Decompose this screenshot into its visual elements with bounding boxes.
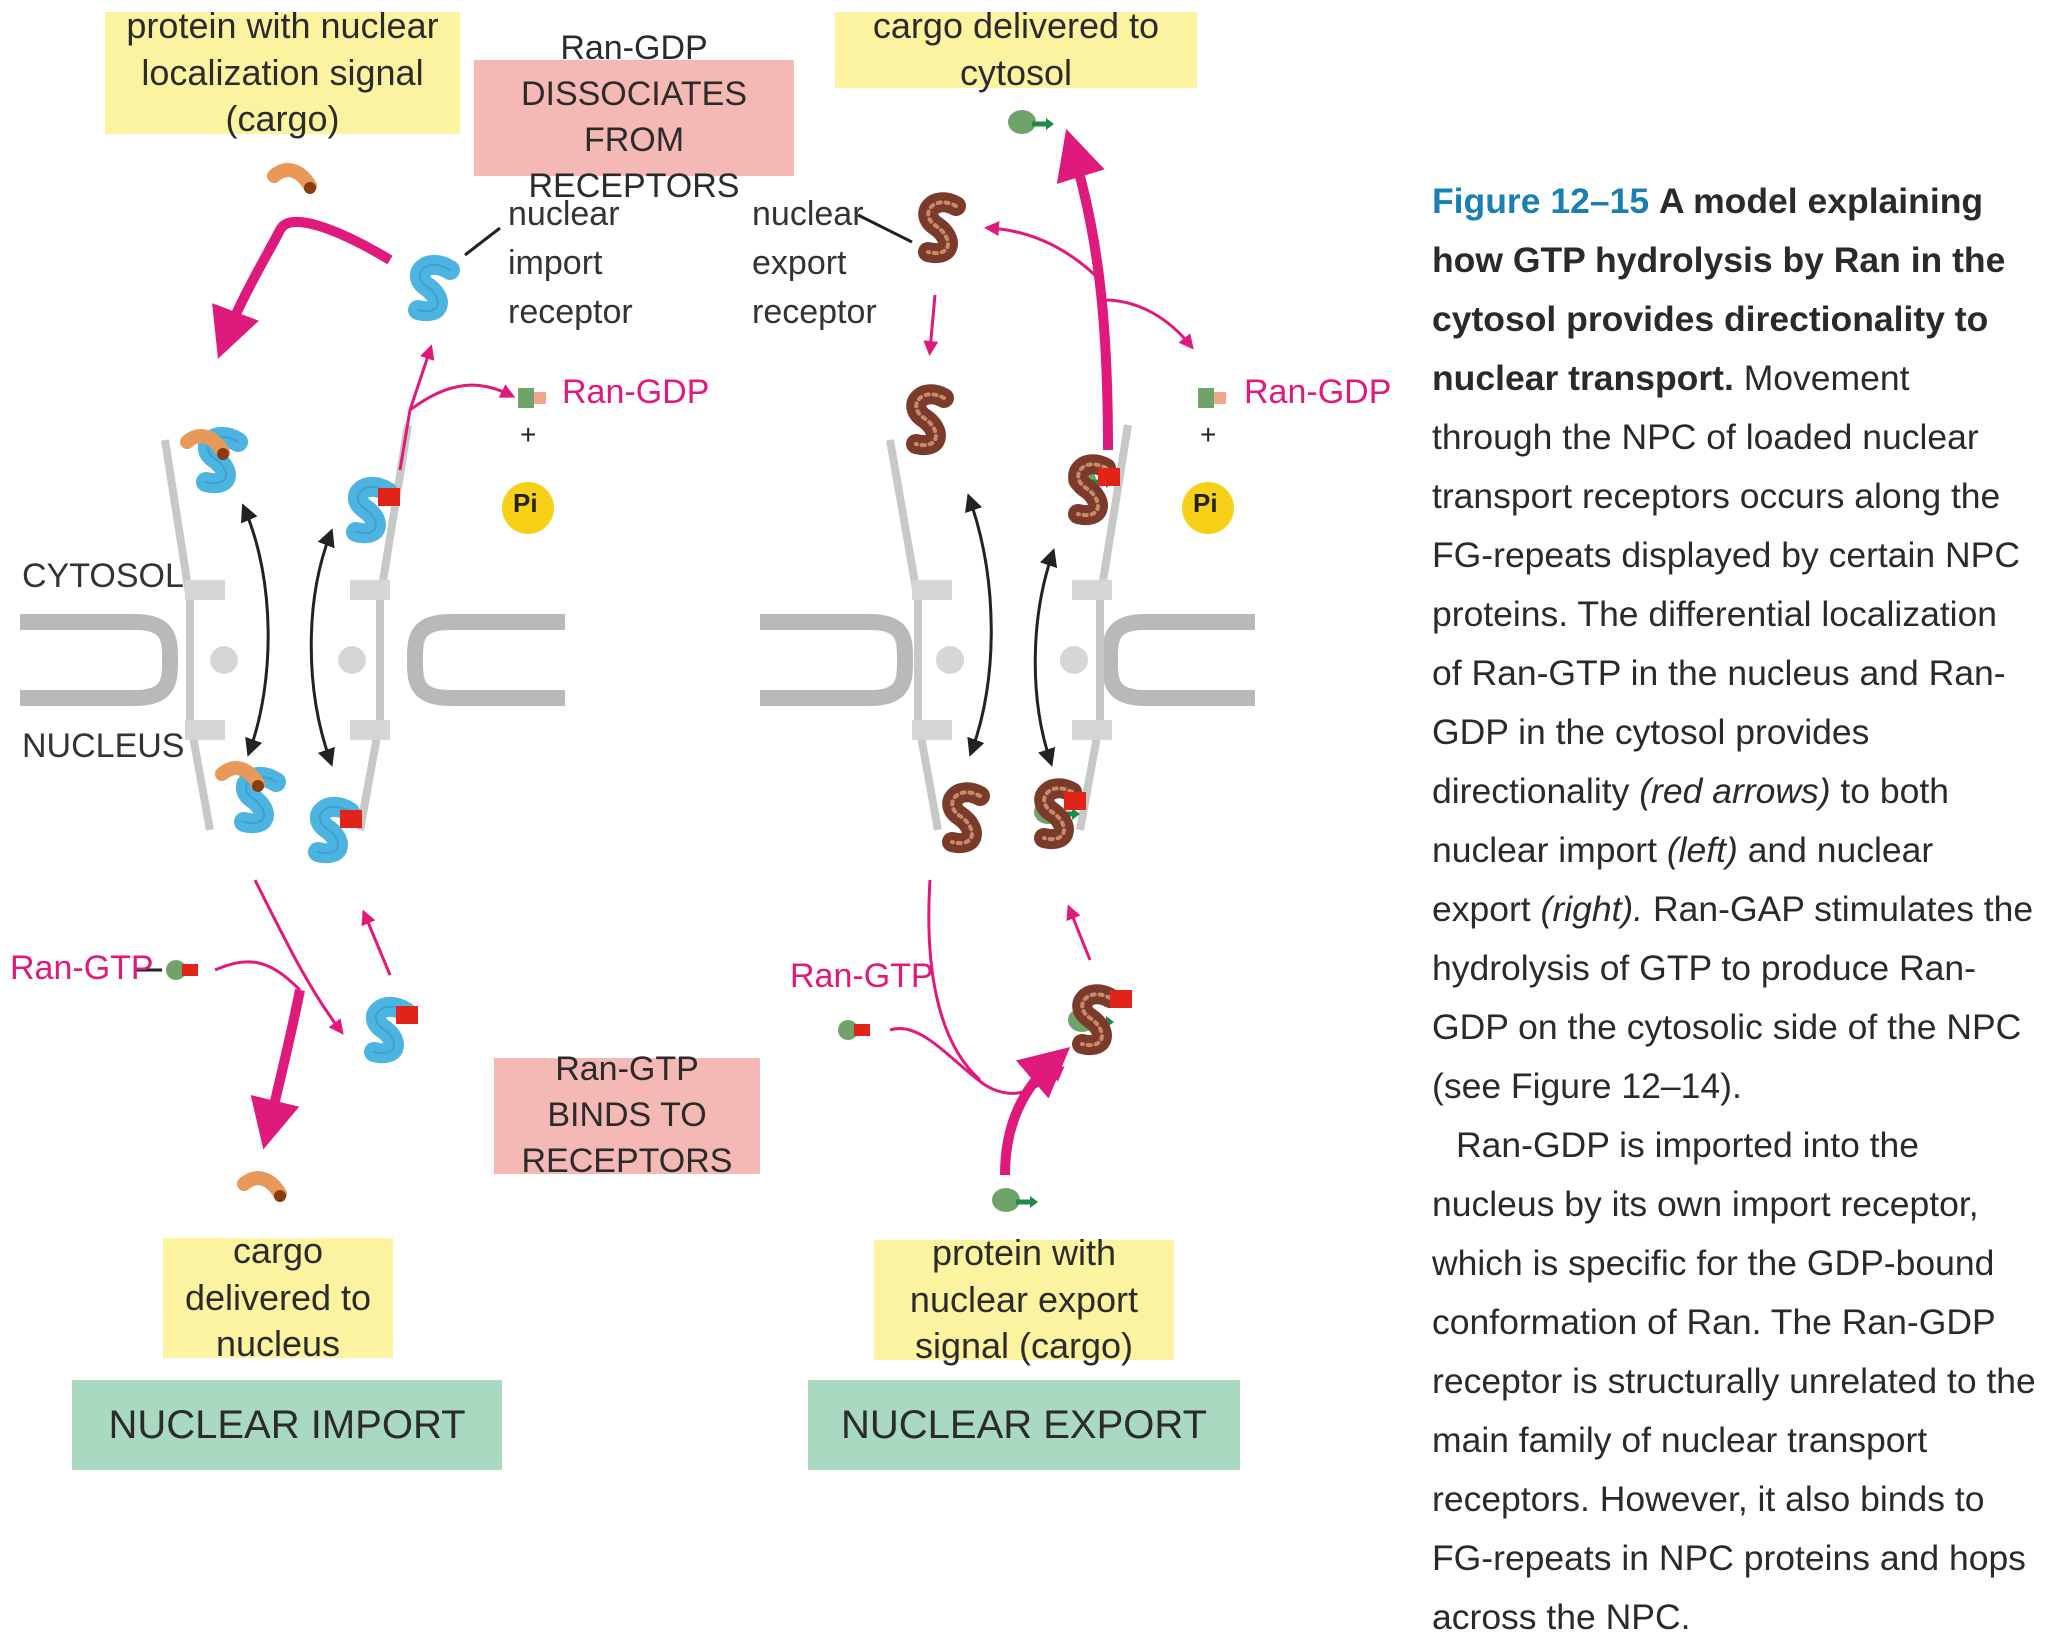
receptor-recycling-arrow [929, 880, 980, 1080]
export-ran-nuclear-bound-icon [1064, 792, 1086, 810]
nucleus-label: NUCLEUS [22, 726, 184, 767]
delivered-cargo-export-icon [1008, 110, 1054, 134]
import-receptor-label: nuclear import receptor [508, 190, 658, 337]
delivered-cargo-icon [244, 1178, 286, 1202]
export-ran-gdp-icon [1198, 388, 1226, 408]
cargo-protein-icon [274, 170, 316, 194]
caption-text-a: Movement through the NPC of loaded nucle… [1432, 358, 2020, 811]
export-cargo-delivered-label: cargo delivered to cytosol [835, 12, 1197, 88]
cargo-release-arrow [225, 222, 390, 340]
nuclear-export-title: NUCLEAR EXPORT [808, 1380, 1240, 1470]
nuclear-import-title: NUCLEAR IMPORT [72, 1380, 502, 1470]
export-receptor-nuclear-icon [952, 792, 980, 843]
nuclear-transport-diagram: protein with nuclear localization signal… [0, 0, 1420, 1536]
nuclear-envelope-left [20, 622, 170, 698]
ran-gdp-dissociates-label: Ran-GDP DISSOCIATES FROM RECEPTORS [474, 60, 794, 176]
figure-label: Figure 12–15 [1432, 181, 1649, 221]
export-pi-label: Pi [1193, 488, 1218, 520]
ran-gtp-final-icon [396, 1006, 418, 1024]
caption-paragraph-1: Figure 12–15 A model explaining how GTP … [1432, 172, 2036, 1116]
export-plus-sign: + [1200, 418, 1216, 452]
ran-gtp-icon [166, 960, 198, 980]
nuclear-envelope-right [415, 622, 565, 698]
receptor-pointer-line [465, 228, 500, 255]
diffusion-arrow-import-left [245, 510, 268, 750]
ran-gtp-bound-icon [378, 488, 400, 506]
export-cargo-signal-label: protein with nuclear export signal (carg… [874, 1240, 1174, 1360]
receptor-return-arrow [400, 350, 430, 470]
receptor-export-arrow [365, 915, 390, 975]
export-ran-gdp-label: Ran-GDP [1244, 372, 1391, 413]
diffusion-arrow-export-right [1035, 555, 1052, 760]
export-complex-final-ran-icon [1110, 990, 1132, 1008]
import-ran-gdp-label: Ran-GDP [562, 372, 709, 413]
cargo-binding-arrow [1005, 1060, 1055, 1175]
ran-gtp-binding-arrow [215, 962, 300, 990]
figure-caption: Figure 12–15 A model explaining how GTP … [1432, 172, 2036, 1647]
import-pi-label: Pi [513, 488, 538, 520]
export-receptor-icon [928, 202, 956, 253]
export-complex-final-icon [1082, 994, 1110, 1045]
export-ran-gtp-icon [838, 1020, 870, 1040]
cargo-export-release-arrow [1072, 148, 1108, 450]
export-receptor-cytosolic-icon [916, 394, 944, 445]
caption-left: (left) [1667, 830, 1738, 870]
diffusion-arrow-export-left [970, 500, 991, 750]
nuclear-envelope-export-right [1110, 622, 1255, 698]
cytosol-label: CYTOSOL [22, 556, 184, 597]
nuclear-envelope-export-left [760, 622, 905, 698]
caption-paragraph-2: Ran-GDP is imported into the nucleus by … [1432, 1116, 2036, 1647]
receptor-reentry-arrow [930, 295, 935, 350]
export-ran-gtp-bound-icon [1098, 468, 1120, 486]
export-receptor-label: nuclear export receptor [752, 190, 902, 337]
import-ran-gtp-label: Ran-GTP [10, 948, 154, 989]
ran-gdp-icon [518, 388, 546, 408]
export-ran-gtp-label: Ran-GTP [790, 956, 934, 997]
caption-red-arrows: (red arrows) [1639, 771, 1830, 811]
export-cargo-signal-icon [992, 1188, 1038, 1212]
import-plus-sign: + [520, 418, 536, 452]
ran-gtp-nuclear-bound-icon [340, 810, 362, 828]
caption-right: (right). [1541, 889, 1644, 929]
diffusion-arrow-import-right [311, 535, 330, 760]
ran-gtp-binds-label: Ran-GTP BINDS TO RECEPTORS [494, 1058, 760, 1174]
ran-gdp-release-arrow [410, 385, 510, 410]
export-entry-arrow [1070, 910, 1090, 960]
receptor-release-arrow [990, 228, 1100, 280]
export-ran-gdp-release-arrow [1104, 300, 1190, 345]
import-cargo-label: protein with nuclear localization signal… [105, 12, 460, 134]
import-cargo-delivered-label: cargo delivered to nucleus [163, 1238, 393, 1358]
import-receptor-icon [418, 265, 450, 311]
cargo-delivery-arrow [268, 990, 300, 1130]
